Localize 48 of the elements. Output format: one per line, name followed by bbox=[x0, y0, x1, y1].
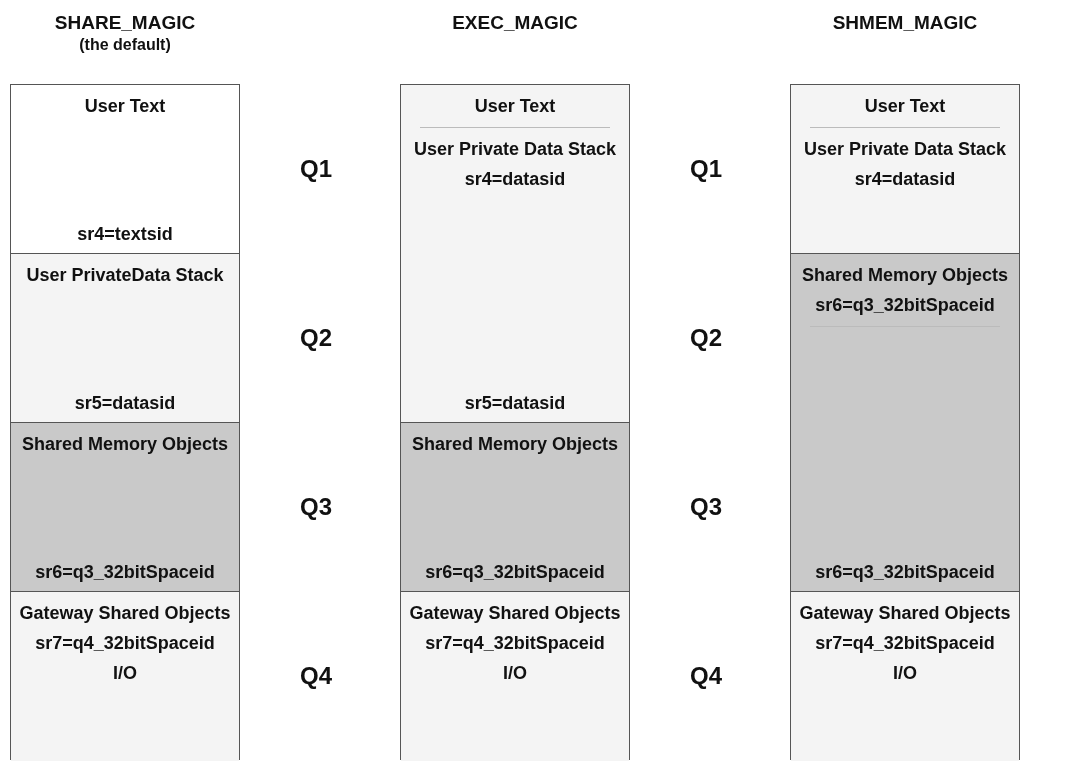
memory-segment bbox=[401, 592, 629, 761]
segment-text: sr5=datasid bbox=[74, 392, 176, 415]
segment-text: Gateway Shared Objects bbox=[409, 602, 621, 625]
column-heading: SHMEM_MAGIC bbox=[831, 12, 979, 34]
column-heading: (the default) bbox=[78, 36, 172, 54]
segment-text: Gateway Shared Objects bbox=[19, 602, 231, 625]
memory-segment bbox=[11, 592, 239, 761]
column-heading: SHARE_MAGIC bbox=[53, 12, 197, 34]
segment-text: Gateway Shared Objects bbox=[799, 602, 1011, 625]
segment-text: User Private Data Stack bbox=[413, 138, 617, 161]
segment-text: User Text bbox=[474, 95, 556, 118]
segment-text: Shared Memory Objects bbox=[801, 264, 1009, 287]
segment-text: sr6=q3_32bitSpaceid bbox=[425, 561, 605, 584]
segment-text: sr6=q3_32bitSpaceid bbox=[815, 294, 995, 317]
segment-text: sr4=datasid bbox=[854, 168, 956, 191]
memory-segment bbox=[401, 423, 629, 592]
quadrant-label: Q1 bbox=[300, 154, 332, 183]
segment-text: I/O bbox=[113, 662, 137, 685]
memory-segment bbox=[11, 254, 239, 423]
memory-segment bbox=[11, 423, 239, 592]
quadrant-label: Q4 bbox=[300, 661, 332, 690]
memory-segment bbox=[791, 85, 1019, 254]
segment-text: sr7=q4_32bitSpaceid bbox=[425, 632, 605, 655]
segment-text: Shared Memory Objects bbox=[411, 433, 619, 456]
segment-text: sr6=q3_32bitSpaceid bbox=[815, 561, 995, 584]
segment-text: I/O bbox=[893, 662, 917, 685]
quadrant-label: Q1 bbox=[690, 154, 722, 183]
column-heading: EXEC_MAGIC bbox=[451, 12, 579, 34]
quadrant-label: Q2 bbox=[300, 323, 332, 352]
segment-text: User Text bbox=[84, 95, 166, 118]
quadrant-label: Q3 bbox=[690, 492, 722, 521]
segment-text: sr4=datasid bbox=[464, 168, 566, 191]
segment-text: User PrivateData Stack bbox=[26, 264, 224, 287]
segment-text: sr4=textsid bbox=[77, 223, 173, 246]
segment-text: Shared Memory Objects bbox=[21, 433, 229, 456]
segment-text: sr7=q4_32bitSpaceid bbox=[815, 632, 995, 655]
memory-segment bbox=[791, 592, 1019, 761]
segment-text: sr5=datasid bbox=[464, 392, 566, 415]
segment-text: sr7=q4_32bitSpaceid bbox=[35, 632, 215, 655]
quadrant-label: Q4 bbox=[690, 661, 722, 690]
segment-text: sr6=q3_32bitSpaceid bbox=[35, 561, 215, 584]
memory-segment bbox=[791, 254, 1019, 592]
quadrant-label: Q3 bbox=[300, 492, 332, 521]
segment-text: User Text bbox=[864, 95, 946, 118]
segment-text: User Private Data Stack bbox=[803, 138, 1007, 161]
memory-segment bbox=[401, 85, 629, 423]
quadrant-label: Q2 bbox=[690, 323, 722, 352]
segment-text: I/O bbox=[503, 662, 527, 685]
